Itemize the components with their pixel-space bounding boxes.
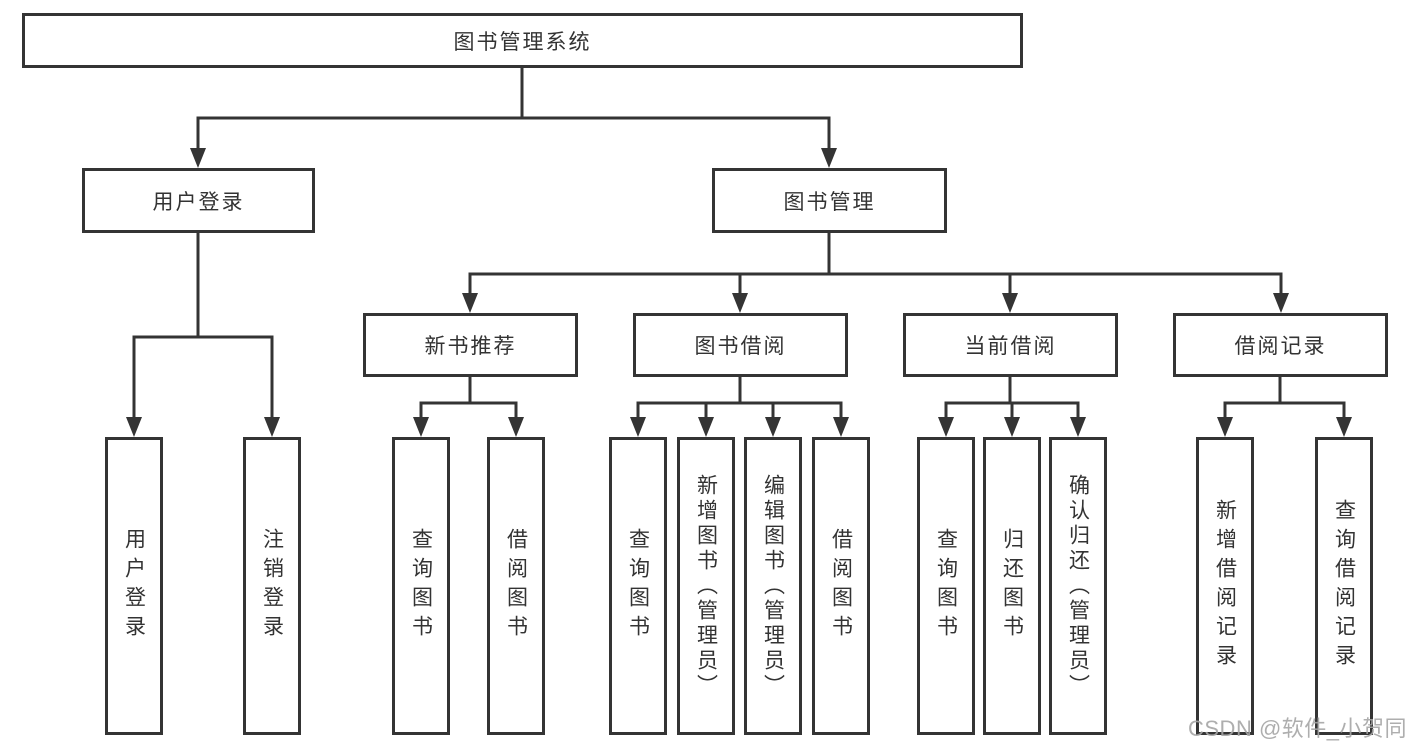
- watermark: CSDN @软件_小贺同学: [1188, 716, 1405, 741]
- leaf-current-query-books-label: 查询图书: [934, 528, 958, 644]
- connector-lines: [468, 231, 1283, 300]
- arrow-head: [1070, 417, 1086, 437]
- leaf-add-book-admin-label: 新增图书（管理员）: [694, 473, 718, 699]
- leaf-edit-book-admin: 编辑图书（管理员）: [744, 437, 802, 735]
- connector-lines: [944, 375, 1080, 424]
- node-root: 图书管理系统: [22, 13, 1023, 68]
- leaf-user-login-label: 用户登录: [122, 528, 146, 644]
- node-new-book-recommend-label: 新书推荐: [424, 335, 517, 358]
- leaf-return-book-label: 归还图书: [1000, 528, 1024, 644]
- connector-user-login-branch: [126, 231, 280, 437]
- node-borrow-records-label: 借阅记录: [1234, 335, 1327, 358]
- leaf-recommend-borrow-books: 借阅图书: [487, 437, 545, 735]
- leaf-add-book-admin: 新增图书（管理员）: [677, 437, 735, 735]
- leaf-recommend-query-books-label: 查询图书: [409, 528, 433, 644]
- leaf-recommend-query-books: 查询图书: [392, 437, 450, 735]
- arrow-head: [413, 417, 429, 437]
- leaf-confirm-return-admin: 确认归还（管理员）: [1049, 437, 1107, 735]
- leaf-return-book: 归还图书: [983, 437, 1041, 735]
- leaf-add-borrow-record: 新增借阅记录: [1196, 437, 1254, 735]
- leaf-query-borrow-record-label: 查询借阅记录: [1332, 499, 1356, 673]
- leaf-logout-label: 注销登录: [260, 528, 284, 644]
- arrow-head: [508, 417, 524, 437]
- node-book-borrow: 图书借阅: [633, 313, 848, 377]
- leaf-borrow-books: 借阅图书: [812, 437, 870, 735]
- arrow-head: [264, 417, 280, 437]
- leaf-user-login: 用户登录: [105, 437, 163, 735]
- arrow-head: [765, 417, 781, 437]
- node-user-login: 用户登录: [82, 168, 315, 233]
- node-book-management: 图书管理: [712, 168, 947, 233]
- arrow-head: [190, 148, 206, 168]
- arrow-head: [1336, 417, 1352, 437]
- arrow-head: [630, 417, 646, 437]
- node-root-label: 图书管理系统: [453, 30, 592, 54]
- leaf-borrow-query-books: 查询图书: [609, 437, 667, 735]
- arrow-head: [1002, 293, 1018, 313]
- node-borrow-records: 借阅记录: [1173, 313, 1388, 377]
- leaf-edit-book-admin-label: 编辑图书（管理员）: [761, 473, 785, 699]
- leaf-logout: 注销登录: [243, 437, 301, 735]
- connector-current-borrow-branch: [938, 375, 1086, 437]
- connector-lines: [132, 231, 274, 424]
- arrow-head: [698, 417, 714, 437]
- node-current-borrow: 当前借阅: [903, 313, 1118, 377]
- node-new-book-recommend: 新书推荐: [363, 313, 578, 377]
- connector-lines: [419, 375, 518, 424]
- leaf-current-query-books: 查询图书: [917, 437, 975, 735]
- leaf-borrow-query-books-label: 查询图书: [626, 528, 650, 644]
- connector-lines: [1223, 375, 1346, 424]
- leaf-recommend-borrow-books-label: 借阅图书: [504, 528, 528, 644]
- connector-lines: [636, 375, 843, 424]
- arrow-head: [462, 293, 478, 313]
- arrow-head: [126, 417, 142, 437]
- connector-new-book-recommend-branch: [413, 375, 524, 437]
- arrow-head: [938, 417, 954, 437]
- connector-lines: [196, 66, 831, 155]
- connector-book-borrow-branch: [630, 375, 849, 437]
- leaf-add-borrow-record-label: 新增借阅记录: [1213, 499, 1237, 673]
- connector-borrow-records-branch: [1217, 375, 1352, 437]
- node-book-management-label: 图书管理: [783, 190, 876, 214]
- arrow-head: [732, 293, 748, 313]
- leaf-borrow-books-label: 借阅图书: [829, 528, 853, 644]
- connector-book-management-branch: [462, 231, 1289, 313]
- arrow-head: [821, 148, 837, 168]
- leaf-confirm-return-admin-label: 确认归还（管理员）: [1066, 473, 1090, 699]
- connector-root-to-level2: [190, 66, 837, 168]
- node-book-borrow-label: 图书借阅: [694, 335, 787, 358]
- leaf-query-borrow-record: 查询借阅记录: [1315, 437, 1373, 735]
- arrow-head: [1004, 417, 1020, 437]
- node-user-login-label: 用户登录: [152, 190, 245, 214]
- arrow-head: [1217, 417, 1233, 437]
- arrow-head: [1273, 293, 1289, 313]
- node-current-borrow-label: 当前借阅: [964, 335, 1057, 358]
- arrow-head: [833, 417, 849, 437]
